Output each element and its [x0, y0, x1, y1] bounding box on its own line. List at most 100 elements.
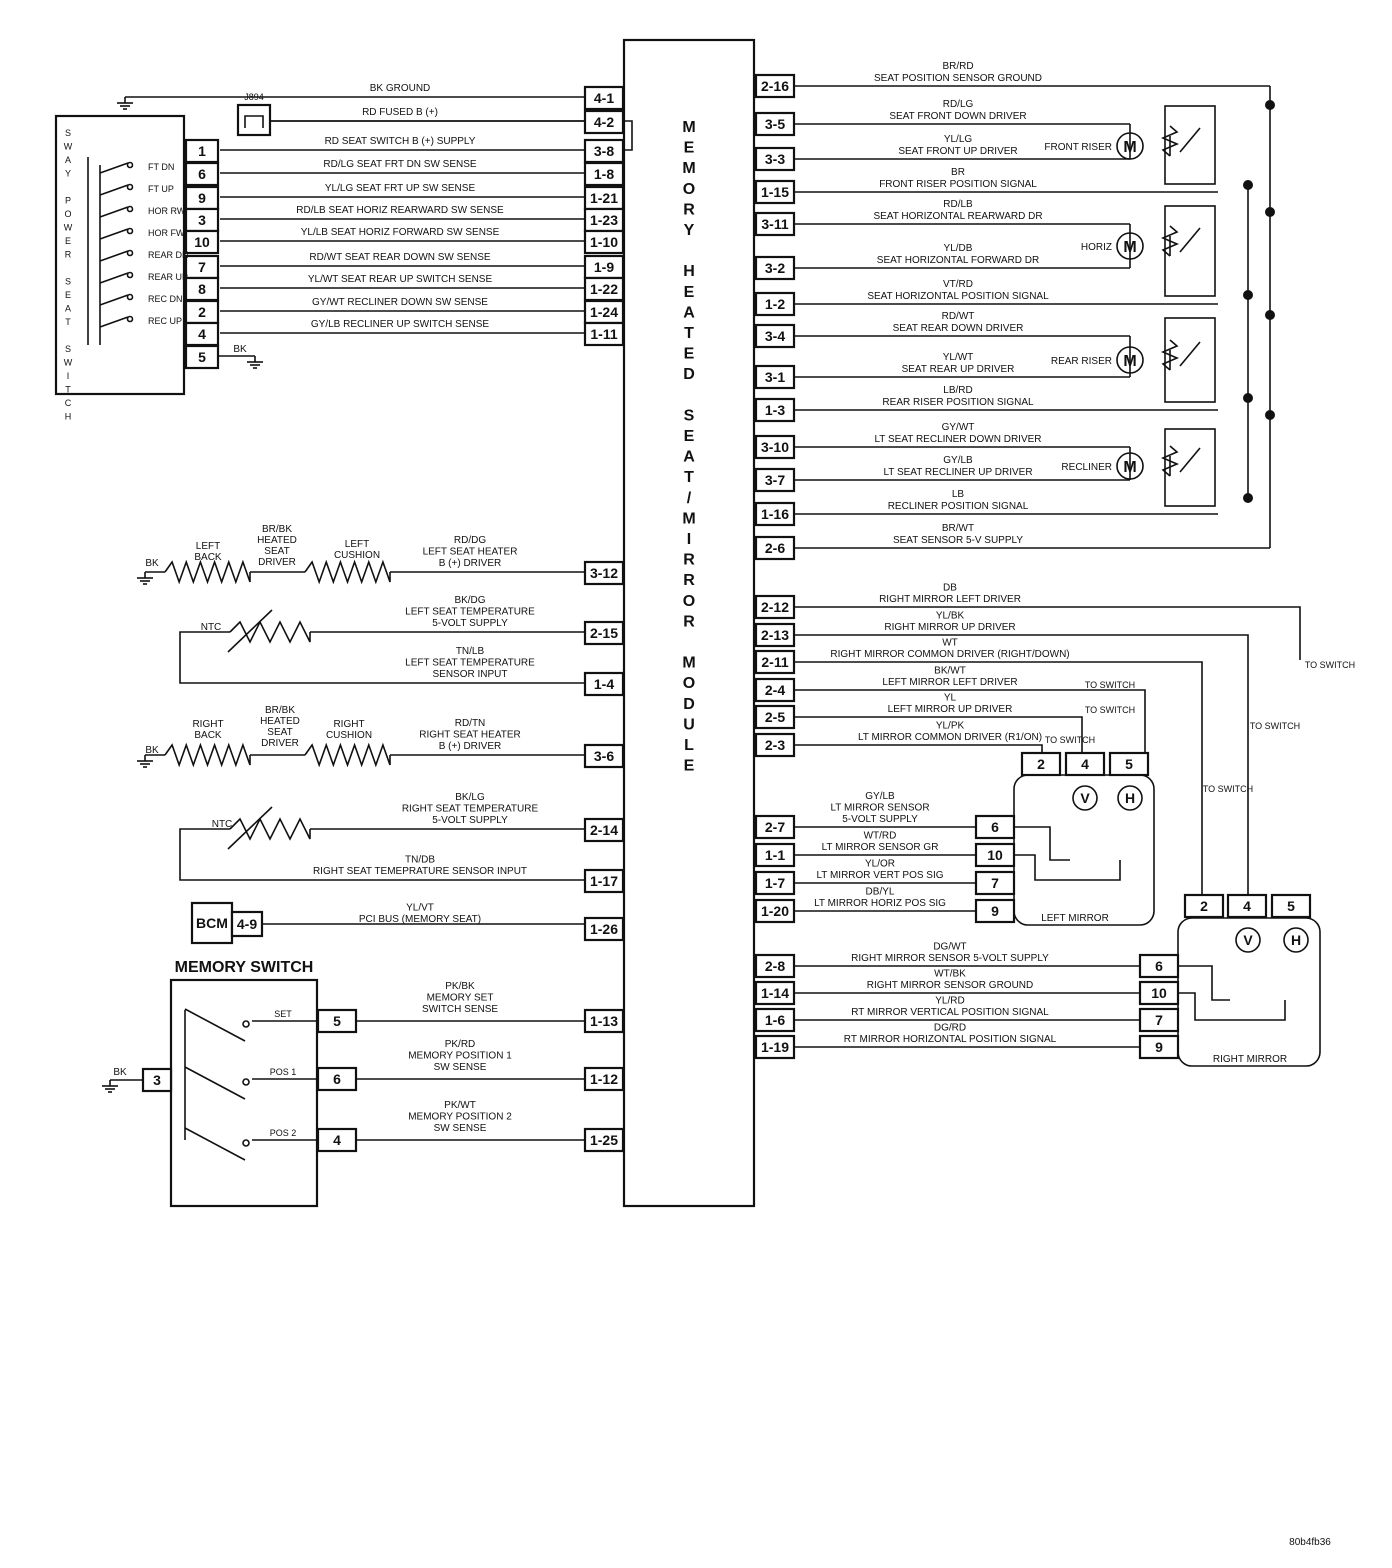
wire-label: RT MIRROR HORIZONTAL POSITION SIGNAL	[844, 1034, 1057, 1045]
switch-contact	[126, 271, 134, 279]
jumper-wire	[623, 120, 633, 151]
to-switch-label: TO SWITCH	[1250, 721, 1300, 731]
resistor-zigzag	[164, 559, 251, 585]
module-pin-1-19-label: 1-19	[761, 1039, 789, 1055]
power-seat-switch-body	[54, 114, 186, 396]
wire-label: RIGHT SEAT TEMPERATURE	[402, 804, 539, 815]
wire-label: SEAT REAR DOWN DRIVER	[893, 323, 1024, 334]
to-switch-label: TO SWITCH	[1305, 660, 1355, 670]
power-seat-switch-title-letter: A	[65, 304, 71, 314]
ground-symbol	[117, 97, 133, 110]
resistor-zigzag	[229, 817, 311, 841]
h-motor-icon	[1117, 785, 1143, 811]
wire	[1178, 965, 1230, 1001]
to-switch-label: TO SWITCH	[1203, 784, 1253, 794]
wire-label: 5-VOLT SUPPLY	[432, 618, 508, 629]
module-pin-1-26-label: 1-26	[590, 921, 618, 937]
module-title-letter: I	[687, 531, 691, 548]
left-mirror-pin-label: 9	[991, 903, 999, 919]
module-pin-1-8-label: 1-8	[594, 166, 614, 182]
motor-label: RECLINER	[1061, 462, 1112, 473]
wire	[794, 661, 1203, 895]
power-seat-switch-pin-label: 2	[198, 304, 206, 320]
module-pin-1-6-label: 1-6	[765, 1012, 785, 1028]
module-pin-2-7-label: 2-7	[765, 819, 785, 835]
wire-label: YL/OR	[865, 859, 895, 870]
power-seat-switch-title-letter: C	[65, 398, 72, 408]
wire	[794, 689, 1146, 752]
wire-label: DG/RD	[934, 1023, 966, 1034]
wire-label: WT/BK	[934, 969, 966, 980]
wire-label: LEFT MIRROR LEFT DRIVER	[882, 677, 1017, 688]
position-sensor-box	[1164, 317, 1216, 403]
module-title-letter: O	[683, 593, 695, 610]
right-mirror-pin-label: 9	[1155, 1039, 1163, 1055]
module-pin-1-12	[583, 1066, 625, 1092]
wire-label: BK/LG	[455, 792, 485, 803]
wire-label: RD FUSED B (+)	[362, 107, 438, 118]
switch-position-label: HOR FW	[148, 228, 185, 238]
junction-dot	[1265, 207, 1275, 217]
wire-label: PCI BUS (MEMORY SEAT)	[359, 914, 481, 925]
module-title-letter: E	[684, 284, 695, 301]
wire	[794, 606, 1301, 660]
module-pin-1-4	[583, 671, 625, 697]
position-sensor-box	[1164, 205, 1216, 297]
module-title-letter: A	[683, 449, 695, 466]
module-pin-2-14	[583, 817, 625, 843]
memory-switch-position: POS 1	[270, 1067, 297, 1077]
resistor-zigzag	[304, 742, 391, 768]
wire-label: GY/LB	[865, 791, 895, 802]
module-pin-1-8	[583, 161, 625, 187]
module-pin-1-26	[583, 916, 625, 942]
left-mirror-pin	[1020, 751, 1062, 777]
wire-label: RD/WT SEAT REAR DOWN SW SENSE	[309, 252, 490, 263]
switch-contact	[242, 1020, 250, 1028]
potentiometer	[1160, 339, 1180, 371]
memory-switch-body	[169, 978, 319, 1208]
module-pin-1-3-label: 1-3	[765, 402, 785, 418]
module-pin-3-7-label: 3-7	[765, 472, 785, 488]
power-seat-switch-title-letter: W	[64, 358, 73, 368]
module-pin-1-17	[583, 868, 625, 894]
right-mirror-pin-label: 5	[1287, 898, 1295, 914]
power-seat-switch-pin	[184, 229, 220, 255]
heater-label: SEAT	[267, 727, 292, 738]
module-title-letter: Y	[684, 222, 695, 239]
power-seat-switch-title-letter: I	[67, 371, 70, 381]
wire-label: BK/WT	[934, 666, 966, 677]
ground-label: BK	[145, 745, 159, 756]
module-pin-3-12-label: 3-12	[590, 565, 618, 581]
module-pin-2-11-label: 2-11	[761, 654, 788, 670]
module-pin-1-1-label: 1-1	[765, 847, 785, 863]
motor-icon	[1116, 346, 1144, 374]
to-switch-label: TO SWITCH	[1085, 705, 1135, 715]
power-seat-switch-pin-label: 9	[198, 190, 206, 206]
module-pin-3-6-label: 3-6	[594, 748, 614, 764]
wire-label: REAR RISER POSITION SIGNAL	[882, 397, 1034, 408]
heater-label: HEATED	[260, 716, 300, 727]
module-pin-1-25-label: 1-25	[590, 1132, 618, 1148]
module-title-letter: S	[684, 407, 695, 424]
module-title-letter: A	[683, 304, 695, 321]
right-mirror-pin-label: 2	[1200, 898, 1208, 914]
module-pin-1-15-label: 1-15	[761, 184, 789, 200]
wire	[794, 716, 1083, 752]
potentiometer	[1160, 125, 1180, 157]
heater-label: BR/BK	[265, 705, 295, 716]
wire-label: RD/LG SEAT FRT DN SW SENSE	[323, 159, 477, 170]
wire-label: YL/VT	[406, 903, 434, 914]
wire-label: RT MIRROR VERTICAL POSITION SIGNAL	[851, 1007, 1049, 1018]
wire-label: YL/PK	[936, 721, 965, 732]
module-pin-3-8-label: 3-8	[594, 143, 614, 159]
wire-label: 5-VOLT SUPPLY	[432, 815, 508, 826]
right-mirror-pin-label: 7	[1155, 1012, 1163, 1028]
heater-label: RIGHT	[192, 719, 223, 730]
switch-contact	[126, 315, 134, 323]
module-pin-1-10-label: 1-10	[590, 234, 618, 250]
wire-label: LT MIRROR HORIZ POS SIG	[814, 898, 946, 909]
motor-label: HORIZ	[1081, 242, 1112, 253]
wire-label: RIGHT SEAT HEATER	[419, 730, 521, 741]
ntc-label: NTC	[201, 622, 222, 633]
wire-label: BK/DG	[454, 595, 485, 606]
